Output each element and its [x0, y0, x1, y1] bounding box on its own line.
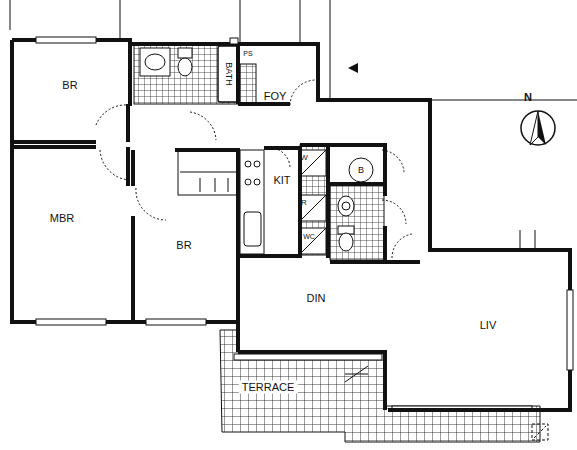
room-label: BR	[62, 80, 77, 91]
compass-label: N	[524, 92, 532, 103]
room-label: LIV	[480, 320, 497, 331]
room-label: KIT	[273, 175, 290, 186]
room-label: BR	[176, 240, 191, 251]
room-label: MBR	[50, 213, 74, 224]
fixture-label: WC	[303, 233, 315, 240]
room-label: TERRACE	[239, 381, 298, 394]
fixture-label: R	[301, 199, 307, 207]
fixture-label: PS	[243, 50, 252, 57]
fixture-label: W	[300, 154, 308, 162]
room-label: BATH	[224, 62, 233, 85]
room-label: DIN	[307, 293, 326, 304]
fixture-label: B	[358, 166, 364, 175]
room-label: FOY	[264, 91, 287, 102]
